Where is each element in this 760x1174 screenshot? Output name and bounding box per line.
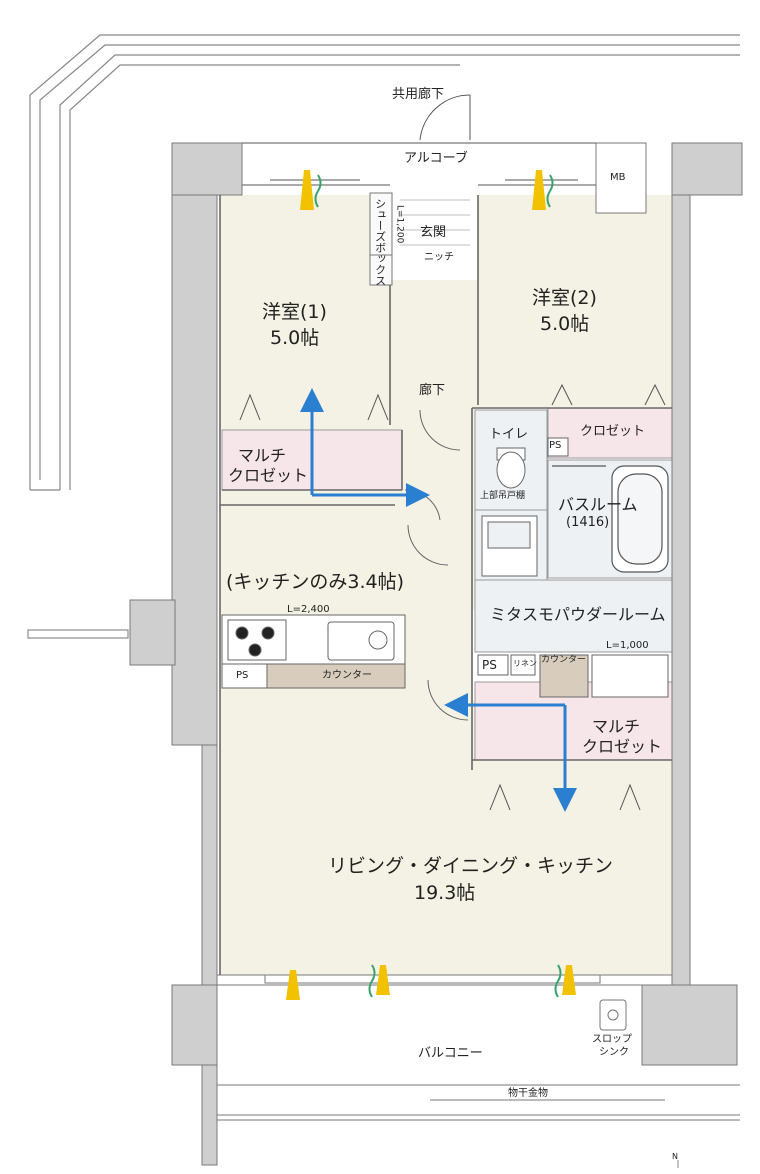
shoe-box-label: シューズボックス xyxy=(373,198,387,286)
ldk-name: リビング・ダイニング・キッチン xyxy=(328,855,614,877)
toilet-label: トイレ xyxy=(489,427,529,442)
toilet-ps-label: PS xyxy=(549,440,562,451)
kitchen-only-label: (キッチンのみ3.4帖) xyxy=(226,571,405,593)
entrance-door xyxy=(419,94,471,141)
north-mark-label: N xyxy=(672,1152,678,1161)
windows xyxy=(27,629,601,984)
balcony xyxy=(217,999,740,1121)
western-room-2-size: 5.0帖 xyxy=(540,313,590,335)
slop-sink-line2: シンク xyxy=(599,1047,629,1058)
bathroom-name: バスルーム xyxy=(558,495,638,514)
mb-label: MB xyxy=(610,172,626,183)
multi-closet-2-line2: クロゼット xyxy=(582,737,663,756)
kitchen-length-label: L=2,400 xyxy=(287,604,330,615)
counter-right-label: カウンター xyxy=(541,655,587,665)
floor-areas xyxy=(220,185,673,980)
powder-room-label: ミタスモパウダールーム xyxy=(490,605,666,624)
entrance-step-lines xyxy=(400,199,470,246)
walls xyxy=(129,142,743,1166)
counter-kitchen-label: カウンター xyxy=(322,670,372,681)
toilet-fixture xyxy=(496,437,569,489)
kitchen-counter xyxy=(221,614,406,689)
laundry-fixture xyxy=(477,654,669,698)
western-room-1-size: 5.0帖 xyxy=(270,327,320,349)
common-corridor-label: 共用廊下 xyxy=(392,87,445,102)
shoe-box xyxy=(369,192,393,286)
clothesline-label: 物干金物 xyxy=(508,1088,548,1099)
hallway-label: 廊下 xyxy=(419,383,446,398)
partitions xyxy=(219,195,672,975)
vent-marks-green xyxy=(314,174,562,998)
toilet-upper-shelf-label: 上部吊戸棚 xyxy=(480,491,526,501)
linen-label: リネン xyxy=(513,659,537,668)
slop-sink-line1: スロップ xyxy=(592,1034,632,1045)
balcony-label: バルコニー xyxy=(418,1046,483,1061)
closet-label: クロゼット xyxy=(580,424,646,439)
western-room-2-name: 洋室(2) xyxy=(532,287,597,309)
ldk-size: 19.3帖 xyxy=(414,882,476,904)
bathroom-size: (1416) xyxy=(566,515,610,530)
counter-right-length-label: L=1,000 xyxy=(606,640,649,651)
alcove-label: アルコーブ xyxy=(404,151,468,166)
entrance-label: 玄関 xyxy=(420,225,447,240)
closet-door-markers xyxy=(239,383,666,811)
vent-marks xyxy=(286,170,576,1000)
ps-kitchen-label: PS xyxy=(236,670,249,681)
washstand-fixture xyxy=(481,515,538,577)
multi-closet-1-line2: クロゼット xyxy=(228,466,309,485)
multi-closet-1-line1: マルチ xyxy=(238,446,287,465)
western-room-1-name: 洋室(1) xyxy=(262,301,327,323)
alcove xyxy=(242,142,596,186)
ps-right-label: PS xyxy=(482,658,497,672)
shoe-box-length-label: L=1,200 xyxy=(394,205,405,244)
building-outline xyxy=(29,34,740,491)
bathroom-fixture xyxy=(552,465,669,573)
flow-arrows xyxy=(300,388,577,812)
niche-label: ニッチ xyxy=(424,252,454,263)
multi-closet-2-line1: マルチ xyxy=(592,717,641,736)
